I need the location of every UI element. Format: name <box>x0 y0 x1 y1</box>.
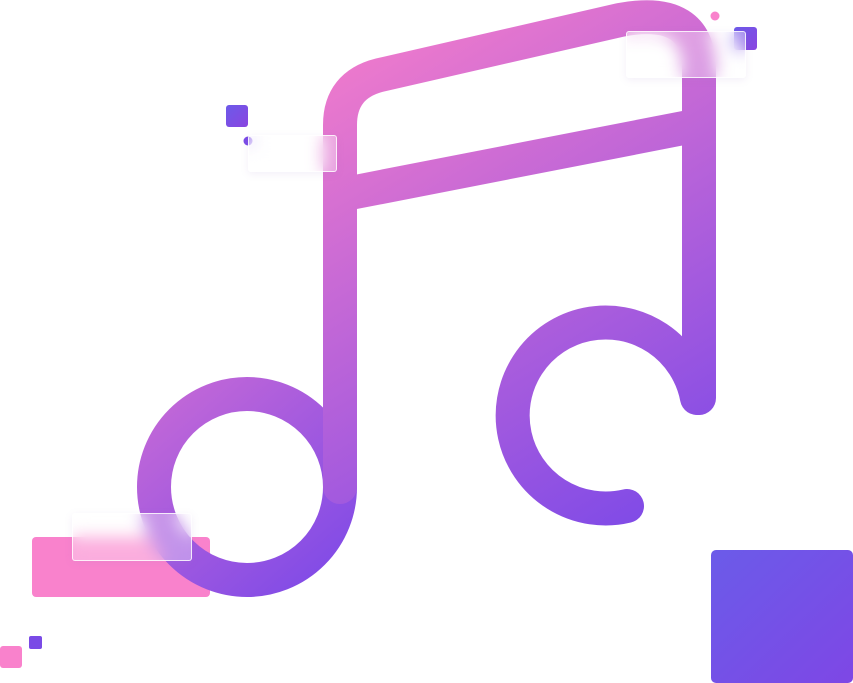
glass-panel <box>626 31 746 78</box>
small-purple-square <box>29 636 42 649</box>
purple-block <box>711 550 853 683</box>
small-purple-square <box>226 105 248 127</box>
glass-panel <box>72 513 192 561</box>
note-second-beam <box>336 108 703 212</box>
small-pink-square <box>0 646 22 668</box>
glass-panel <box>248 135 337 172</box>
right-note-head <box>495 305 714 526</box>
pink-dot <box>710 11 720 21</box>
